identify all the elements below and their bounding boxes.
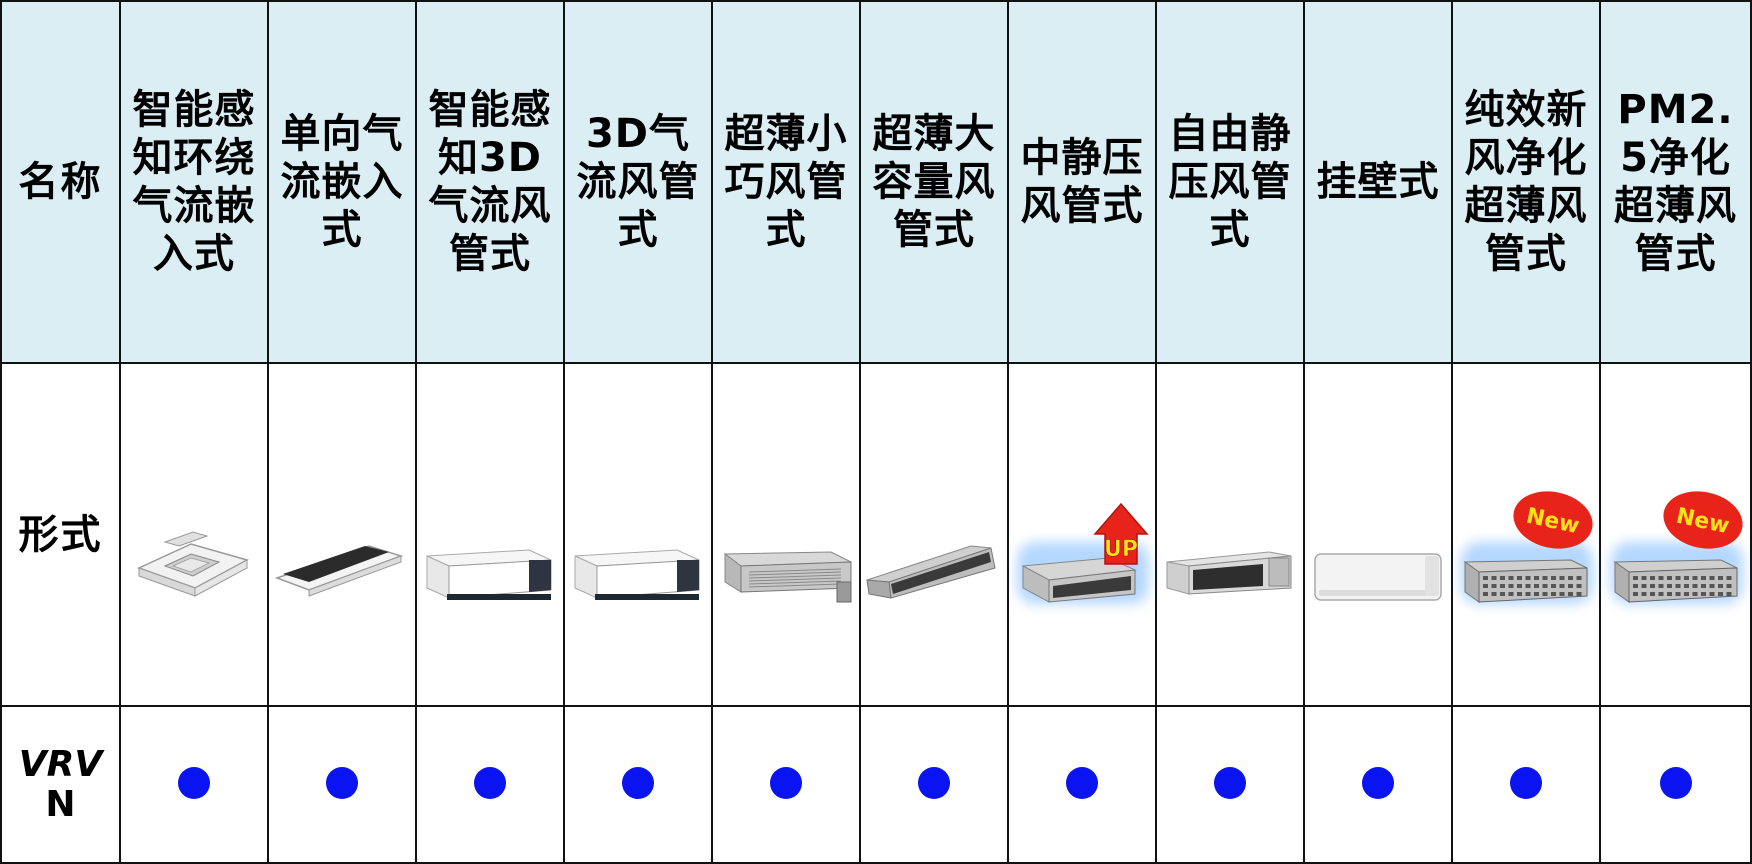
unit-type-name: 3D气流风管式 [576, 111, 700, 253]
duct-unit-icon [565, 490, 711, 640]
fresh-air-duct-unit-icon: New [1453, 490, 1599, 640]
form-row-label-cell: 形式 [0, 362, 121, 707]
form-cell [711, 362, 861, 707]
form-cell [859, 362, 1009, 707]
vrv-support-cell [859, 705, 1009, 864]
form-cell [1155, 362, 1305, 707]
name-cell: 超薄大容量风管式 [859, 0, 1009, 364]
supported-dot-icon [1510, 766, 1542, 799]
supported-dot-icon [474, 766, 506, 799]
unit-type-name: 超薄小巧风管式 [724, 111, 848, 253]
duct-unit-icon [417, 490, 563, 640]
form-cell [1303, 362, 1453, 707]
vrv-support-cell [563, 705, 713, 864]
supported-dot-icon [178, 766, 210, 799]
unit-type-name: 中静压风管式 [1020, 135, 1144, 229]
up-badge-label: UP [1104, 537, 1138, 562]
vrv-support-cell [1599, 705, 1752, 864]
fresh-air-duct-unit-icon-graphic: New [1461, 490, 1593, 604]
duct-unit-icon-graphic [574, 548, 700, 600]
supported-dot-icon [1659, 766, 1692, 799]
supported-dot-icon [1214, 766, 1246, 799]
vrv-support-cell [1303, 705, 1453, 864]
form-cell: New [1599, 362, 1752, 707]
cassette-4way-unit-icon [121, 490, 267, 640]
supported-dot-icon [1362, 766, 1394, 799]
vrv-row-label-cell: VRV N [0, 705, 121, 864]
cassette-1way-unit-icon-graphic [274, 544, 404, 597]
mid-pressure-duct-unit-icon-graphic: UP [1017, 502, 1149, 604]
slim-duct-unit-icon-graphic [723, 550, 852, 602]
vrv-support-cell [415, 705, 565, 864]
name-row-label: 名称 [18, 159, 103, 205]
unit-type-name: 自由静压风管式 [1168, 111, 1292, 253]
supported-dot-icon [770, 766, 802, 799]
supported-dot-icon [1066, 766, 1098, 799]
vrv-support-cell [119, 705, 269, 864]
unit-type-name: PM2.5净化超薄风管式 [1614, 87, 1737, 277]
cassette-4way-unit-icon-graphic [137, 530, 249, 597]
unit-type-name: 单向气流嵌入式 [280, 111, 404, 253]
wall-mounted-unit-icon [1305, 490, 1451, 640]
form-cell [267, 362, 417, 707]
name-cell: 单向气流嵌入式 [267, 0, 417, 364]
vrv-support-cell [267, 705, 417, 864]
slim-duct-large-unit-icon [861, 490, 1007, 640]
vrv-label-suffix: N [45, 783, 76, 825]
supported-dot-icon [622, 766, 654, 799]
unit-type-name: 挂壁式 [1316, 159, 1440, 205]
form-cell [563, 362, 713, 707]
name-cell: 中静压风管式 [1007, 0, 1157, 364]
mid-pressure-duct-unit-icon: UP [1009, 490, 1155, 640]
unit-type-name: 智能感知环绕气流嵌入式 [132, 87, 256, 277]
duct-unit-icon-graphic [426, 548, 552, 600]
unit-type-name: 智能感知3D气流风管式 [428, 87, 552, 277]
wall-mounted-unit-icon-graphic [1314, 552, 1442, 601]
supported-dot-icon [326, 766, 358, 799]
form-row-label: 形式 [18, 511, 103, 558]
unit-type-name: 超薄大容量风管式 [872, 111, 996, 253]
vrv-support-cell [1007, 705, 1157, 864]
name-cell: 纯效新风净化超薄风管式 [1451, 0, 1601, 364]
name-cell: 超薄小巧风管式 [711, 0, 861, 364]
form-cell [415, 362, 565, 707]
name-row-label-cell: 名称 [0, 0, 121, 364]
slim-duct-large-unit-icon-graphic [866, 544, 996, 599]
free-pressure-duct-unit-icon-graphic [1166, 550, 1292, 595]
name-cell: 3D气流风管式 [563, 0, 713, 364]
vrv-support-cell [1451, 705, 1601, 864]
slim-duct-unit-icon [713, 490, 859, 640]
form-cell: New [1451, 362, 1601, 707]
name-cell: PM2.5净化超薄风管式 [1599, 0, 1752, 364]
form-cell [119, 362, 269, 707]
vrv-support-cell [1155, 705, 1305, 864]
unit-type-name: 纯效新风净化超薄风管式 [1464, 87, 1588, 277]
name-cell: 挂壁式 [1303, 0, 1453, 364]
name-cell: 智能感知3D气流风管式 [415, 0, 565, 364]
cassette-1way-unit-icon [269, 490, 415, 640]
free-pressure-duct-unit-icon [1157, 490, 1303, 640]
vrv-row: VRV N [0, 705, 1752, 864]
form-cell: UP [1007, 362, 1157, 707]
vrv-support-cell [711, 705, 861, 864]
name-cell: 智能感知环绕气流嵌入式 [119, 0, 269, 364]
supported-dot-icon [918, 766, 950, 799]
pm25-duct-unit-icon-graphic: New [1610, 490, 1743, 604]
vrv-row-label: VRV N [2, 743, 119, 825]
name-cell: 自由静压风管式 [1155, 0, 1305, 364]
pm25-duct-unit-icon: New [1603, 490, 1749, 640]
vrv-label-italic: VRV [18, 743, 103, 785]
